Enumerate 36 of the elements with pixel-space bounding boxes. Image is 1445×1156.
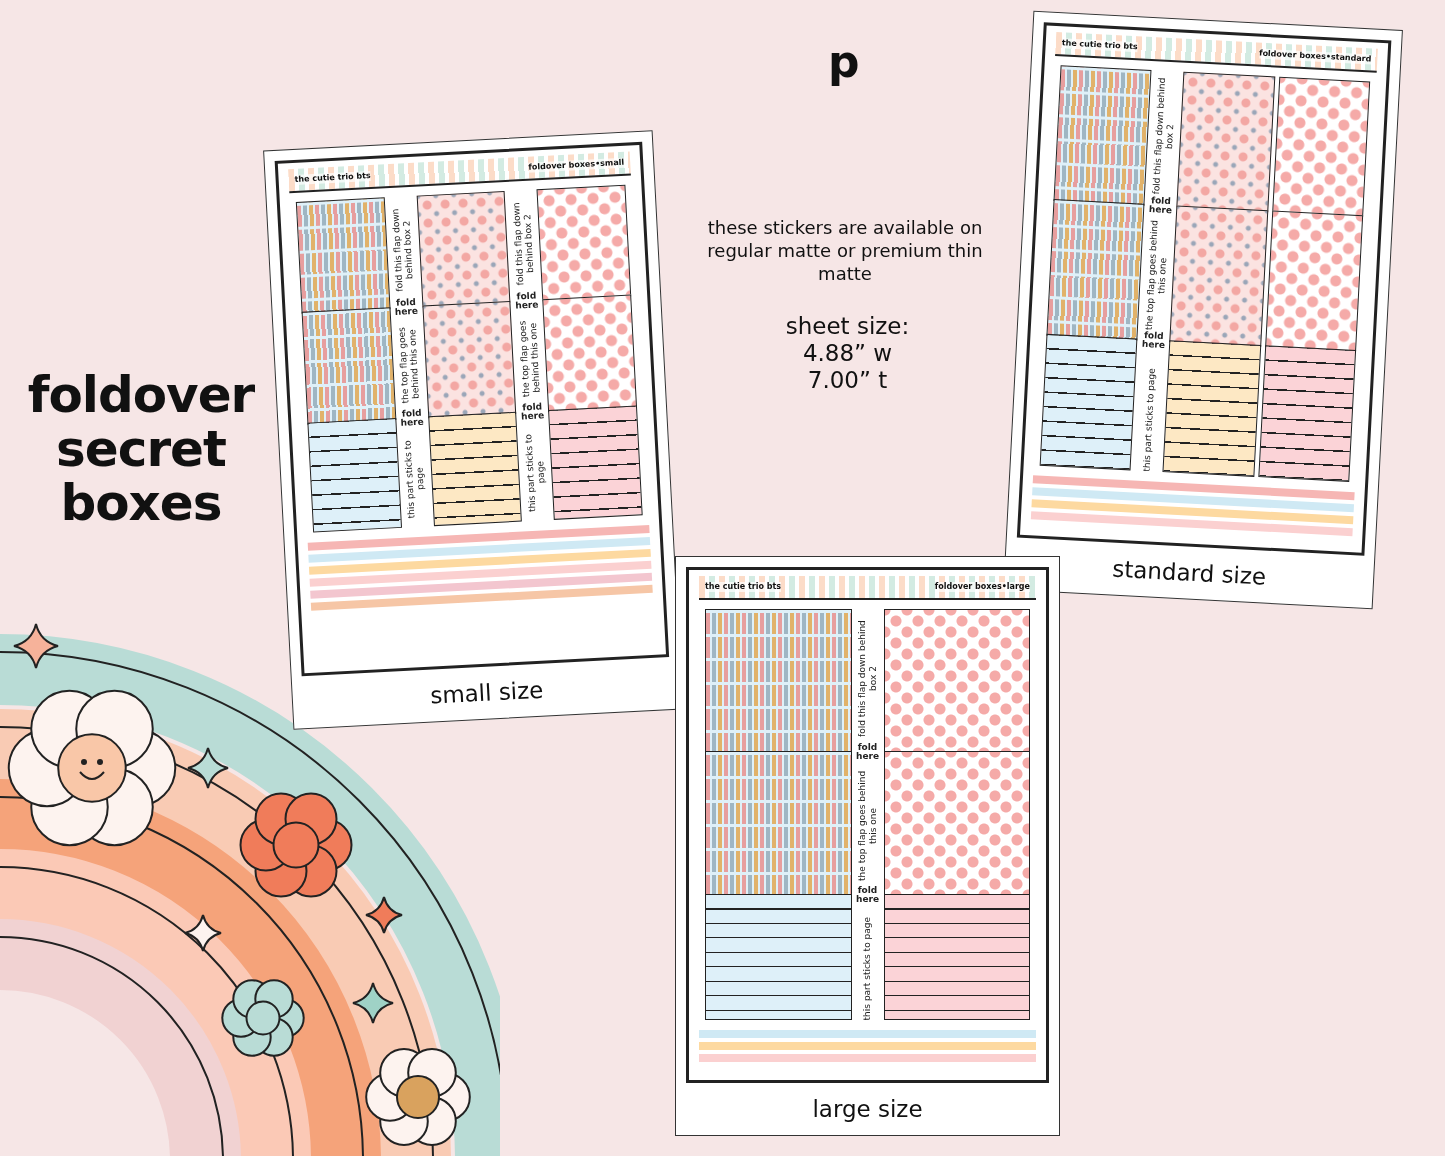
fold-instruction: fold this flap down behind box 2: [1150, 76, 1176, 196]
fold-instruction: this part sticks to page: [862, 916, 873, 1020]
fold-instruction: this part sticks to page: [1141, 367, 1158, 472]
sheet-header-text: the cutie trio bts: [705, 582, 782, 592]
sheet-header-text: foldover boxes•large: [934, 582, 1030, 592]
letter-text: p: [828, 38, 860, 86]
fold-line-label: fold here: [1141, 330, 1167, 351]
sheet-header-text: foldover boxes•standard: [1258, 48, 1372, 65]
fold-line-label: fold here: [1148, 196, 1174, 216]
sheet-size-text: 4.88” w: [801, 340, 894, 367]
sheet-header-text: the cutie trio bts: [294, 171, 371, 185]
fold-line-label: fold here: [399, 408, 425, 428]
fold-line-label: fold here: [520, 402, 545, 422]
sticker-sheet-card: [675, 556, 1060, 1136]
fold-line-label: fold here: [393, 297, 419, 317]
size-caption: standard size: [1111, 555, 1267, 590]
page-title: foldover secret boxes: [26, 368, 256, 530]
fold-instruction: this part sticks to page: [402, 439, 427, 521]
sheet-header-text: foldover boxes•small: [528, 157, 625, 173]
fold-instruction: the top flap goes behind this one: [516, 319, 543, 400]
size-caption: large size: [812, 1096, 923, 1122]
sheet-header-text: the cutie trio bts: [1061, 38, 1138, 53]
fold-instruction: this part sticks to page: [522, 432, 548, 515]
fold-instruction: the top flap goes behind this one: [857, 769, 878, 883]
fold-line-label: fold here: [514, 291, 540, 311]
fold-line-label: fold here: [855, 743, 880, 761]
fold-instruction: the top flap goes behind this one: [1143, 218, 1169, 331]
fold-instruction: fold this flap down behind box 2: [857, 619, 878, 739]
fold-instruction: the top flap goes behind this one: [396, 325, 422, 406]
fold-instruction: fold this flap down behind box 2: [510, 201, 537, 288]
fold-line-label: fold here: [855, 886, 880, 904]
size-caption: small size: [429, 676, 544, 709]
availability-note: these stickers are available on regular matte or premium thin matte: [706, 216, 984, 285]
sheet-size-text: 7.00” t: [806, 367, 889, 394]
fold-instruction: fold this flap down behind box 2: [390, 207, 416, 294]
sheet-size-text: sheet size:: [784, 313, 911, 340]
